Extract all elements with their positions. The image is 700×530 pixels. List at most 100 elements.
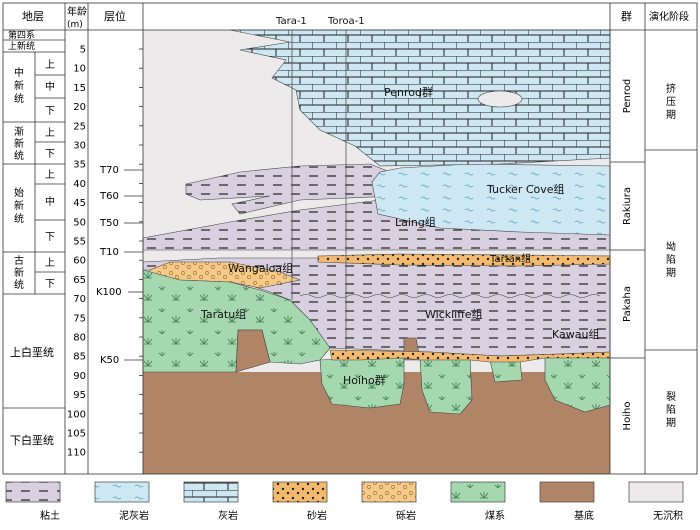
age-tick-label: 20: [73, 102, 86, 113]
age-tick-label: 25: [73, 121, 86, 132]
strat-upper-cretaceous: 上白垩统: [10, 345, 54, 359]
limestone-lens: [477, 90, 523, 108]
label-taratu: Taratu组: [200, 307, 246, 321]
legend-swatch: [183, 481, 239, 503]
legend-item: 灰岩: [183, 481, 239, 522]
legend-item: 基底: [539, 481, 595, 522]
legend-item: 泥灰岩: [94, 481, 150, 522]
svg-text:统: 统: [14, 212, 24, 225]
tucker-cove-marl: [371, 163, 611, 236]
age-tick-label: 30: [73, 141, 86, 152]
strat-miocene: 中 新 统: [14, 66, 24, 105]
svg-text:统: 统: [14, 149, 24, 162]
header-evolution: 演化阶段: [649, 10, 689, 23]
age-tick-label: 110: [67, 448, 86, 459]
horizon-k50: K50: [100, 355, 119, 366]
legend-swatch: [5, 481, 61, 503]
svg-text:新: 新: [14, 266, 24, 279]
label-penrod: Penrod群: [384, 85, 433, 99]
unconformity-line: [299, 294, 601, 298]
eocene-upper: 上: [45, 169, 55, 181]
legend-item: 砂岩: [272, 481, 328, 522]
age-tick-label: 90: [73, 371, 86, 382]
svg-text:中: 中: [14, 66, 24, 79]
legend-item: 煤系: [450, 481, 506, 522]
svg-text:统: 统: [14, 92, 24, 105]
horizon-k100: K100: [96, 287, 122, 298]
oligocene-upper: 上: [45, 127, 55, 139]
header-stratum: 地层: [22, 10, 44, 23]
age-axis: 5101520253035404550556065707580859095100…: [67, 45, 143, 459]
basement-horst-1: [235, 329, 271, 373]
stage-rifting: 裂陷期: [666, 390, 676, 429]
strat-paleocene: 古 新 统: [14, 254, 24, 291]
age-tick-label: 75: [73, 313, 86, 324]
age-tick-label: 65: [73, 275, 86, 286]
header-horizon: 层位: [104, 9, 126, 23]
legend-label: 基底: [574, 509, 594, 522]
age-tick-label: 55: [73, 237, 86, 248]
horizon-t70: T70: [99, 165, 119, 176]
header-age: 年龄: [67, 5, 87, 18]
well-toroa-1: Toroa-1: [327, 16, 365, 27]
horizon-t50: T50: [99, 218, 119, 229]
legend-swatch: [272, 481, 328, 503]
age-tick-label: 95: [73, 390, 86, 401]
legend-swatch: [94, 481, 150, 503]
age-tick-label: 80: [73, 333, 86, 344]
hoiho-coal-3: [489, 359, 523, 383]
eocene-lower: 下: [45, 232, 55, 243]
horizon-t10: T10: [99, 247, 119, 258]
label-hoiho: Hoiho群: [343, 373, 386, 387]
legend-item: 无沉积: [628, 481, 684, 522]
label-tucker-cove: Tucker Cove组: [486, 182, 565, 196]
miocene-middle: 中: [45, 80, 55, 93]
strat-eocene: 始 新 统: [14, 186, 24, 225]
label-kawau: Kawau组: [552, 327, 599, 341]
legend-swatch: [628, 481, 684, 503]
group-pakaha: Pakaha: [622, 286, 633, 322]
svg-text:渐: 渐: [14, 125, 24, 138]
age-tick-label: 60: [73, 256, 86, 267]
horizon-column: T70 T60 T50 T10 K100 K50: [96, 165, 143, 366]
group-rakiura: Rakiura: [622, 187, 633, 225]
legend-label: 砂岩: [307, 509, 327, 522]
stage-compression: 挤压期: [666, 82, 676, 121]
stage-column: 挤压期 坳陷期 裂陷期: [666, 82, 676, 429]
penrod-limestone: [229, 29, 611, 167]
svg-text:新: 新: [14, 79, 24, 92]
svg-text:新: 新: [14, 199, 24, 212]
svg-text:统: 统: [14, 278, 24, 291]
strat-lower-cretaceous: 下白垩统: [10, 433, 54, 447]
age-tick-label: 105: [67, 429, 86, 440]
kawau-sandstone: [329, 349, 611, 363]
age-tick-label: 10: [73, 64, 86, 75]
label-laing: Laing组: [395, 215, 436, 229]
age-tick-label: 5: [80, 45, 86, 56]
age-tick-label: 15: [73, 83, 86, 94]
strat-oligocene: 渐 新 统: [14, 125, 24, 162]
label-wickliffe: Wickliffe组: [425, 307, 483, 321]
age-tick-label: 100: [67, 409, 86, 420]
label-tartan: Tartan组: [489, 252, 531, 265]
oligocene-lower: 下: [45, 149, 55, 160]
age-tick-label: 85: [73, 352, 86, 363]
svg-text:新: 新: [14, 137, 24, 150]
miocene-lower: 下: [45, 106, 55, 117]
paleocene-upper: 上: [45, 257, 55, 269]
legend-swatch: [361, 481, 417, 503]
age-tick-label: 35: [73, 160, 86, 171]
age-tick-label: 50: [73, 217, 86, 228]
header-age-unit: (m): [67, 20, 83, 30]
legend: 粘土 泥灰岩灰岩砂岩 砾岩煤系基底 无沉积: [5, 481, 684, 522]
miocene-upper: 上: [45, 59, 55, 71]
eocene-middle: 中: [45, 195, 55, 208]
group-penrod: Penrod: [622, 79, 633, 114]
strat-quaternary: 第四系: [8, 29, 35, 41]
legend-item: 砾岩: [361, 481, 417, 522]
legend-swatch: [539, 481, 595, 503]
legend-label: 无沉积: [653, 509, 683, 522]
paleocene-lower: 下: [45, 279, 55, 290]
svg-text:始: 始: [14, 186, 24, 199]
legend-label: 粘土: [40, 509, 60, 522]
